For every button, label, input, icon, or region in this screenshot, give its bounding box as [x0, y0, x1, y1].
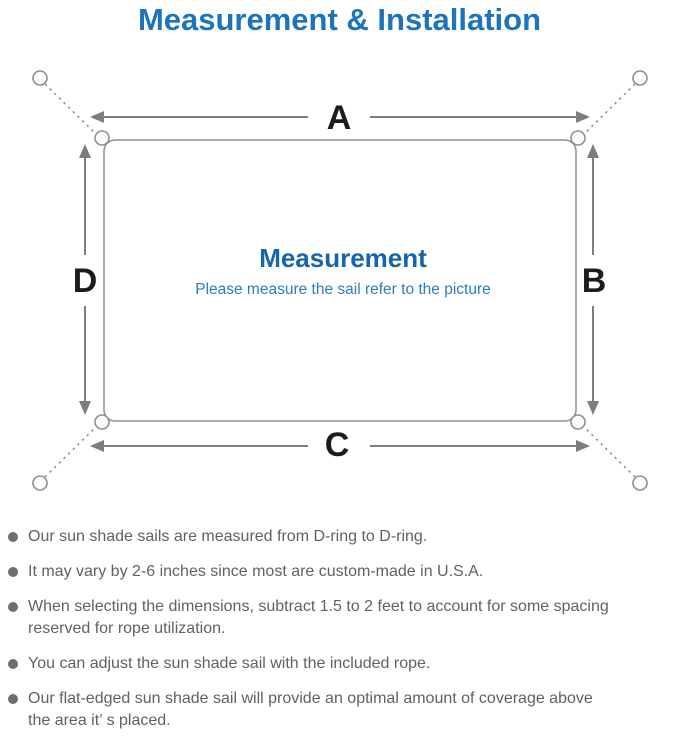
- arrow-c-left-head-icon: [90, 440, 104, 452]
- side-label-c: C: [325, 426, 350, 464]
- list-item: It may vary by 2-6 inches since most are…: [8, 561, 673, 583]
- anchor-point-icon-bottom-right: [632, 475, 648, 491]
- bullet-dot-icon: [8, 532, 18, 542]
- notes-list: Our sun shade sails are measured from D-…: [8, 526, 673, 739]
- side-label-b: B: [582, 262, 607, 300]
- anchor-points: [32, 70, 648, 491]
- list-item: Our flat-edged sun shade sail will provi…: [8, 688, 673, 732]
- bullet-dot-icon: [8, 694, 18, 704]
- note-text: You can adjust the sun shade sail with t…: [28, 655, 431, 672]
- arrow-b-down-head-icon: [587, 401, 599, 415]
- arrow-b-up-head-icon: [587, 144, 599, 158]
- rope-line-bottom-left: [44, 422, 101, 478]
- list-item: When selecting the dimensions, subtract …: [8, 596, 673, 640]
- bullet-dot-icon: [8, 659, 18, 669]
- side-label-d: D: [73, 262, 98, 300]
- note-text: When selecting the dimensions, subtract …: [28, 598, 609, 637]
- measurement-diagram: A C D B Measurement Please meas: [32, 70, 648, 491]
- anchor-point-icon-bottom-left: [32, 475, 48, 491]
- sail-outline: [103, 139, 577, 422]
- list-item: You can adjust the sun shade sail with t…: [8, 653, 673, 675]
- d-ring-icon-top-left: [94, 130, 110, 146]
- d-ring-icon-top-right: [570, 130, 586, 146]
- diagram-subheading: Please measure the sail refer to the pic…: [195, 281, 491, 298]
- bullet-dot-icon: [8, 602, 18, 612]
- d-ring-icon-bottom-right: [570, 414, 586, 430]
- measure-arrow-b: B: [582, 144, 607, 415]
- side-label-a: A: [327, 99, 352, 137]
- arrow-c-right-head-icon: [576, 440, 590, 452]
- measure-arrow-a: A: [90, 99, 590, 137]
- note-text: Our sun shade sails are measured from D-…: [28, 528, 428, 545]
- arrow-d-up-head-icon: [79, 144, 91, 158]
- rope-line-bottom-right: [579, 422, 636, 478]
- rope-line-top-left: [44, 83, 101, 139]
- arrow-a-right-head-icon: [576, 111, 590, 123]
- page-title: Measurement & Installation: [137, 2, 542, 37]
- note-text: It may vary by 2-6 inches since most are…: [28, 563, 484, 580]
- anchor-point-icon-top-left: [32, 70, 48, 86]
- arrow-a-left-head-icon: [90, 111, 104, 123]
- measure-arrow-d: D: [73, 144, 98, 415]
- bullet-dot-icon: [8, 567, 18, 577]
- note-text: Our flat-edged sun shade sail will provi…: [28, 690, 593, 729]
- arrow-d-down-head-icon: [79, 401, 91, 415]
- anchor-point-icon-top-right: [632, 70, 648, 86]
- diagram-heading: Measurement: [259, 243, 427, 273]
- measure-arrow-c: C: [90, 426, 590, 464]
- rope-line-top-right: [579, 83, 636, 139]
- d-ring-icon-bottom-left: [94, 414, 110, 430]
- list-item: Our sun shade sails are measured from D-…: [8, 526, 673, 548]
- d-rings: [94, 130, 586, 430]
